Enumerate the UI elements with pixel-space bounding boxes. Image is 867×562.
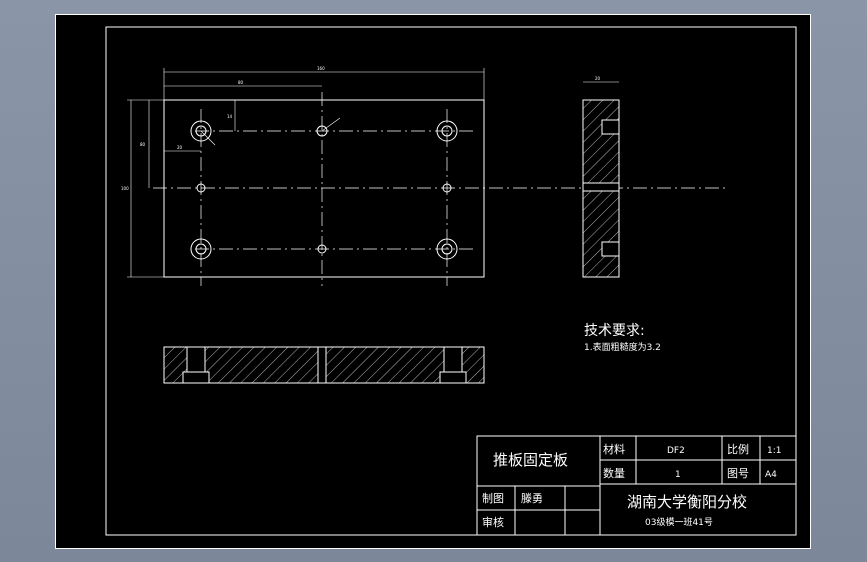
tech-req-item-1: 1.表面粗糙度为3.2 — [584, 341, 661, 353]
dim-height: 100 — [121, 186, 129, 191]
section-view — [163, 346, 485, 384]
school-name: 湖南大学衡阳分校 — [627, 493, 747, 511]
material-label: 材料 — [603, 442, 625, 456]
scale-value: 1:1 — [767, 446, 781, 456]
counterbore-hole — [190, 238, 212, 260]
inner-border — [105, 26, 797, 536]
counterbore-hole — [436, 238, 458, 260]
class-info: 03级模一班41号 — [645, 516, 713, 528]
small-hole — [442, 183, 452, 193]
scale-label: 比例 — [727, 442, 749, 456]
drafter-name: 滕勇 — [521, 491, 543, 505]
dim-inner-height: 80 — [140, 142, 146, 147]
quantity-value: 1 — [675, 470, 681, 480]
outer-border — [55, 14, 811, 549]
counterbore-hole — [190, 120, 212, 142]
part-name: 推板固定板 — [493, 451, 568, 469]
plate-outline — [163, 99, 485, 278]
counterbore-hole — [436, 120, 458, 142]
counterbore-hole-inner — [195, 125, 207, 137]
dim-top-offset: 14 — [227, 114, 233, 119]
drawing-sheet: 160 80 100 80 20 14 20 技术要求: 1.表面粗糙度为3.2 — [55, 14, 811, 549]
technical-drawing: 160 80 100 80 20 14 20 技术要求: 1.表面粗糙度为3.2 — [55, 14, 811, 549]
dim-half-width: 80 — [238, 80, 244, 85]
drafter-label: 制图 — [482, 492, 504, 505]
material-value: DF2 — [667, 446, 685, 456]
front-view: 160 80 100 80 20 14 — [121, 66, 725, 286]
counterbore-hole-inner — [441, 243, 453, 255]
checker-label: 审核 — [482, 515, 504, 529]
tech-req-title: 技术要求: — [584, 323, 645, 339]
dim-overall-width: 160 — [317, 66, 325, 71]
leader-line — [321, 117, 341, 132]
drawing-no-label: 图号 — [727, 467, 749, 480]
dim-width-right: 20 — [595, 76, 601, 81]
leader-line — [200, 130, 216, 146]
quantity-label: 数量 — [603, 467, 625, 480]
side-view: 20 — [582, 76, 620, 278]
title-block: 推板固定板 材料 DF2 比例 1:1 数量 1 图号 A4 制图 滕勇 审核 … — [476, 435, 797, 536]
drawing-no-value: A4 — [765, 470, 777, 480]
center-hole — [317, 244, 327, 254]
small-hole — [196, 183, 206, 193]
center-hole — [316, 125, 328, 137]
dim-small-left: 20 — [177, 145, 183, 150]
counterbore-hole-inner — [441, 125, 453, 137]
counterbore-hole-inner — [195, 243, 207, 255]
